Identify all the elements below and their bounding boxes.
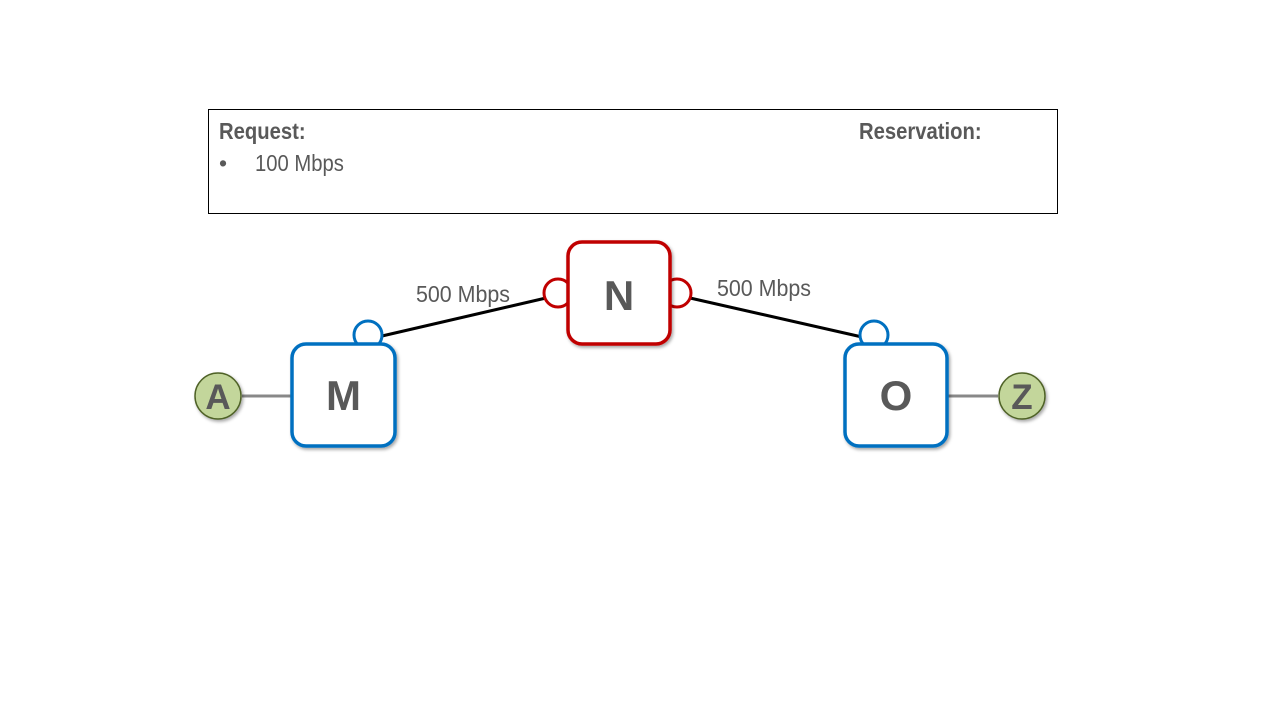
router-m[interactable]: M xyxy=(290,342,397,448)
router-n[interactable]: N xyxy=(566,240,672,346)
router-n-icon xyxy=(566,240,672,346)
link-n-o-label: 500 Mbps xyxy=(717,275,811,301)
endpoint-z[interactable]: Z xyxy=(998,372,1046,420)
endpoint-z-label: Z xyxy=(1011,378,1032,417)
router-o-icon xyxy=(843,342,949,448)
router-o-label: O xyxy=(880,372,913,419)
link-n-o xyxy=(689,296,863,339)
router-n-label: N xyxy=(604,272,634,319)
request-bandwidth: 100 Mbps xyxy=(255,150,344,176)
router-o[interactable]: O xyxy=(843,342,949,448)
endpoint-z-icon xyxy=(998,372,1046,420)
bullet-icon: • xyxy=(219,150,228,176)
reservation-title: Reservation: xyxy=(859,118,982,144)
link-m-n xyxy=(381,296,547,338)
request-title: Request: xyxy=(219,118,306,144)
endpoint-a-icon xyxy=(194,372,242,420)
router-m-label: M xyxy=(326,372,361,419)
link-m-n-label: 500 Mbps xyxy=(416,281,510,307)
router-m-icon xyxy=(290,342,397,448)
request-reservation-box: Request: • 100 Mbps Reservation: xyxy=(208,109,1058,214)
endpoint-a[interactable]: A xyxy=(194,372,242,420)
endpoint-a-label: A xyxy=(205,378,230,417)
